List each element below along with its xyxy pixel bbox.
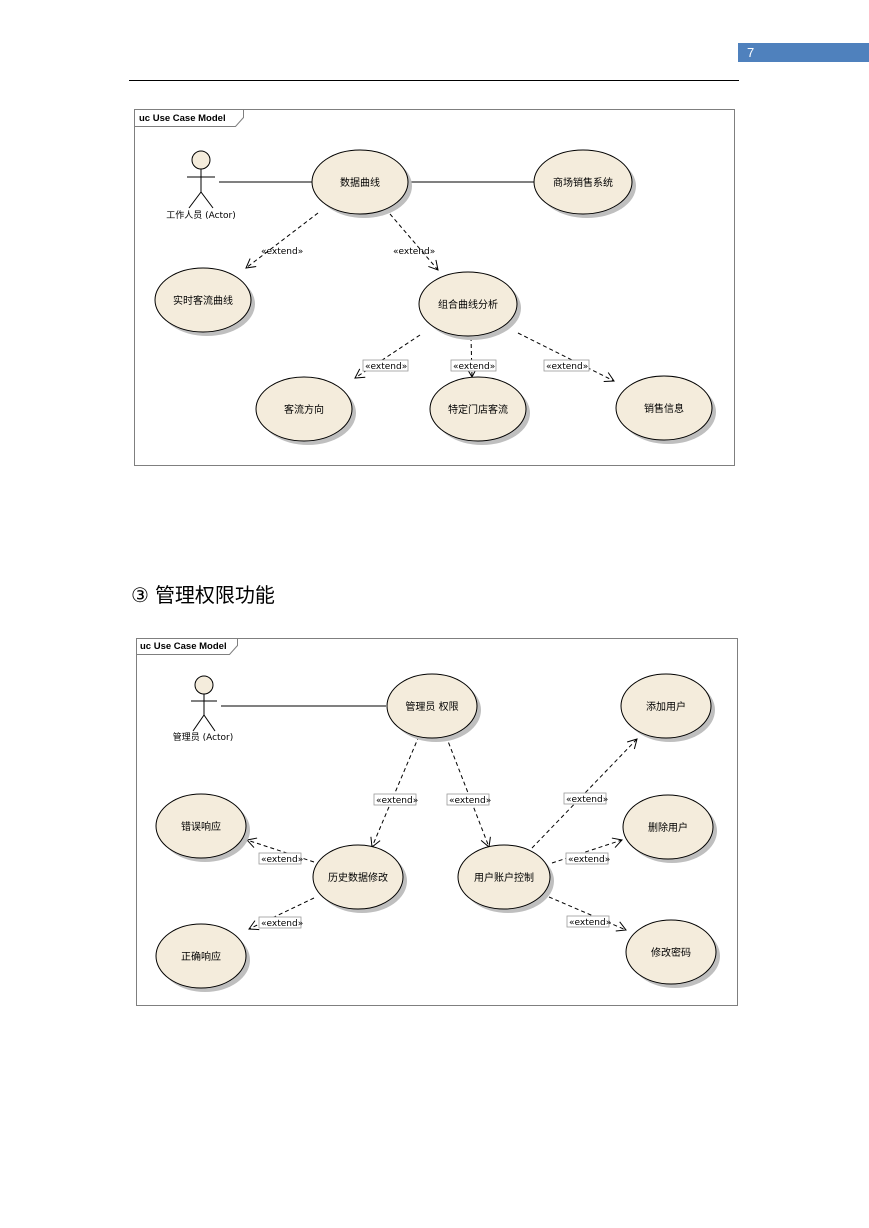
use-case-label: 删除用户 (648, 821, 688, 834)
use-case-data-curve: 数据曲线 (311, 149, 412, 218)
use-case-history-data-modify: 历史数据修改 (312, 844, 407, 913)
use-case-mall-sales-system: 商场销售系统 (533, 149, 636, 218)
extend-label: «extend» (261, 247, 303, 257)
use-case-label: 销售信息 (644, 402, 684, 415)
use-case-flow-direction: 客流方向 (255, 376, 356, 445)
use-case-change-password: 修改密码 (625, 919, 720, 988)
extend-label: «extend» (453, 362, 495, 372)
use-case-account-control: 用户账户控制 (457, 844, 554, 913)
page-number-badge: 7 (738, 43, 869, 62)
use-case-diagram-1: uc Use Case Model 工作人员 (Actor) «extend» … (134, 109, 735, 466)
extend-arrow (245, 212, 319, 269)
extend-label: «extend» (393, 247, 435, 257)
actor-label: 工作人员 (Actor) (166, 209, 236, 221)
use-case-combined-curve-analysis: 组合曲线分析 (418, 271, 521, 340)
diagram-frame-tab (134, 109, 244, 127)
use-case-correct-response: 正确响应 (155, 923, 250, 992)
extend-label: «extend» (376, 796, 418, 806)
use-case-sales-info: 销售信息 (615, 375, 716, 444)
use-case-add-user: 添加用户 (620, 673, 715, 742)
use-case-diagram-2: uc Use Case Model 管理员 (Actor) «extend» «… (136, 638, 738, 1006)
actor-head-icon (194, 675, 214, 695)
extend-arrow (248, 897, 315, 931)
use-case-label: 用户账户控制 (474, 871, 534, 884)
section-title: 管理权限功能 (154, 583, 275, 607)
section-number: ③ (131, 583, 149, 607)
use-case-label: 修改密码 (651, 946, 691, 959)
use-case-label: 实时客流曲线 (173, 294, 233, 307)
actor-head-icon (191, 150, 211, 170)
extend-label: «extend» (365, 362, 407, 372)
diagram-frame-title: uc Use Case Model (140, 641, 227, 652)
actor-staff: 工作人员 (Actor) (166, 150, 236, 221)
extend-arrow (517, 332, 615, 382)
use-case-label: 正确响应 (181, 950, 221, 963)
extend-arrow (389, 213, 439, 271)
extend-arrow (370, 735, 420, 848)
use-case-delete-user: 删除用户 (622, 794, 717, 863)
extend-label: «extend» (546, 362, 588, 372)
actor-admin: 管理员 (Actor) (173, 675, 234, 743)
diagram-frame-title: uc Use Case Model (139, 113, 226, 124)
diagram-frame-tab (136, 638, 238, 655)
extend-label: «extend» (569, 918, 611, 928)
use-case-admin-permission: 管理员 权限 (386, 673, 481, 742)
use-case-specific-store-flow: 特定门店客流 (429, 376, 530, 445)
extend-label: «extend» (449, 796, 491, 806)
actor-label: 管理员 (Actor) (173, 731, 234, 743)
extend-arrow (531, 738, 638, 849)
use-case-label: 添加用户 (646, 700, 686, 713)
use-case-label: 数据曲线 (340, 176, 380, 189)
extend-arrow (445, 735, 491, 848)
use-case-label: 管理员 权限 (405, 700, 458, 713)
page-number: 7 (747, 45, 755, 60)
header-rule (129, 80, 739, 81)
use-case-label: 错误响应 (181, 820, 221, 833)
use-case-label: 商场销售系统 (553, 176, 613, 189)
extend-label: «extend» (261, 855, 303, 865)
extend-arrow (551, 837, 623, 864)
extend-arrow (246, 837, 315, 863)
use-case-label: 客流方向 (284, 403, 324, 416)
use-case-error-response: 错误响应 (155, 793, 250, 862)
use-case-realtime-flow-curve: 实时客流曲线 (154, 267, 255, 336)
use-case-label: 历史数据修改 (328, 871, 388, 884)
extend-label: «extend» (568, 855, 610, 865)
use-case-label: 特定门店客流 (448, 403, 508, 416)
extend-label: «extend» (566, 795, 608, 805)
use-case-label: 组合曲线分析 (438, 298, 498, 311)
extend-label: «extend» (261, 919, 303, 929)
